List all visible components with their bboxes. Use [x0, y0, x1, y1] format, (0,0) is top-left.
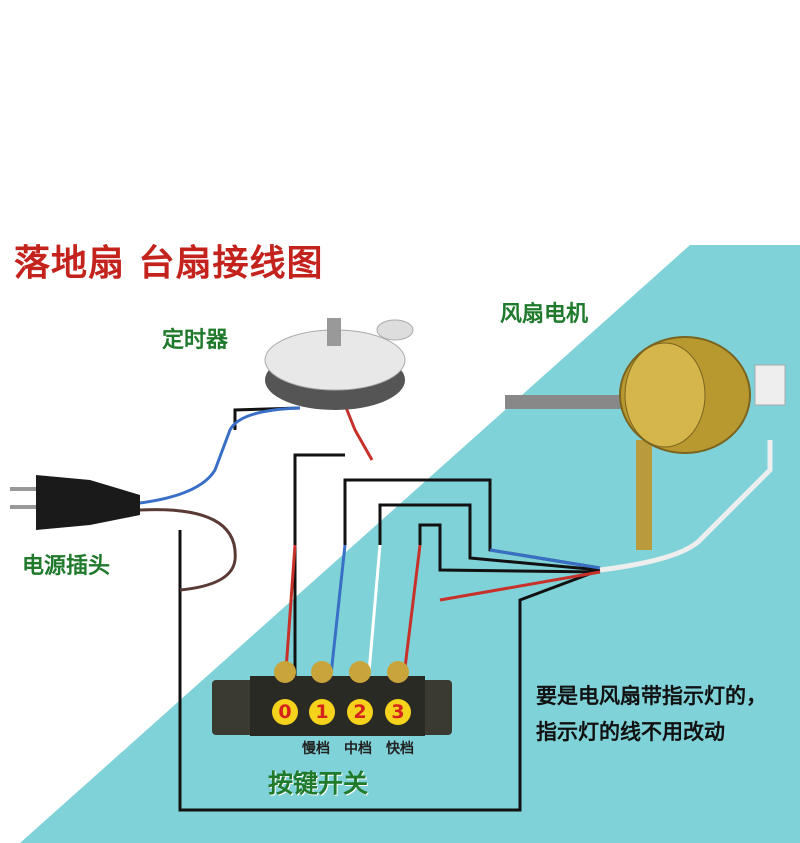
- switch-button-3: 3: [385, 699, 411, 725]
- wire-blue-motor: [489, 548, 601, 570]
- timer-label: 定时器: [162, 328, 229, 353]
- wire-red-3: [401, 544, 422, 685]
- indicator-light-note: 要是电风扇带指示灯的，指示灯的线不用改动: [536, 684, 767, 744]
- wire-blue-plug: [139, 406, 301, 505]
- wire-black-loop: [293, 453, 345, 684]
- plug-label: 电源插头: [22, 554, 111, 579]
- speed-mid-label: 中档: [344, 741, 372, 757]
- wire-brown-plug: [139, 508, 237, 592]
- wire-red-0: [283, 544, 297, 685]
- page-title: 落地扇 台扇接线图: [14, 243, 324, 284]
- speed-low-label: 慢档: [302, 741, 330, 757]
- power-plug-icon: [10, 475, 140, 530]
- wire-black-outer: [178, 530, 601, 812]
- timer-icon: [264, 318, 414, 410]
- switch-button-0: 0: [272, 699, 298, 725]
- wire-white-2: [366, 544, 382, 685]
- wire-blue-1: [328, 544, 347, 685]
- wire-white-motor: [599, 440, 773, 573]
- speed-high-label: 快档: [386, 741, 414, 757]
- motor-label: 风扇电机: [500, 302, 589, 327]
- wire-black-4: [418, 523, 601, 574]
- fan-motor-icon: [505, 336, 786, 550]
- wire-red-motor: [439, 570, 601, 602]
- wire-red-timer: [343, 404, 374, 461]
- switch-button-1: 1: [309, 699, 335, 725]
- switch-label: 按键开关: [268, 769, 369, 798]
- switch-button-2: 2: [347, 699, 373, 725]
- wire-black-3: [378, 503, 601, 572]
